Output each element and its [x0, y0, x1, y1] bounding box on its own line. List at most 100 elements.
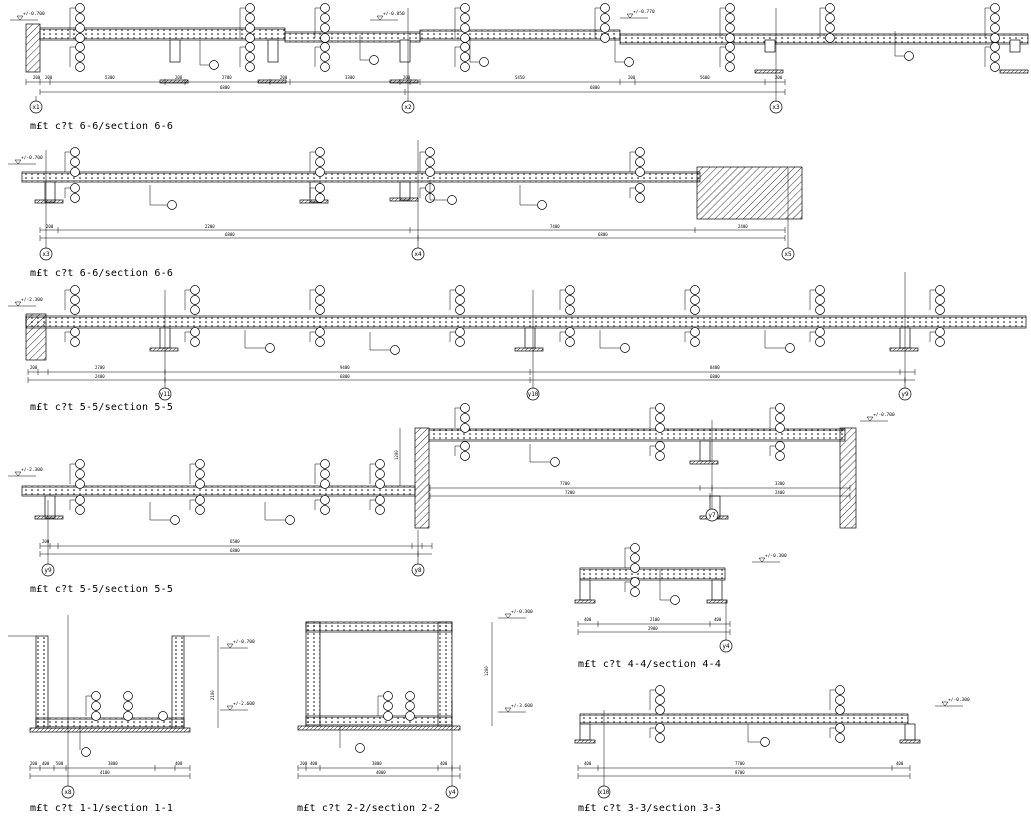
dimension-text: 400	[714, 617, 722, 622]
axis-x2-bubble	[401, 100, 415, 114]
rebar-tag-circle	[785, 343, 795, 353]
caption-s55a: m£t c?t 5-5/section 5-5	[30, 402, 174, 413]
rebar-callout-bottom-circle	[815, 337, 825, 347]
rebar-callout-top-circle	[565, 295, 575, 305]
footing-pad	[514, 347, 544, 352]
rebar-callout-bottom-circle	[75, 62, 85, 72]
rebar-callout-top-circle	[835, 685, 845, 695]
axis-x4-bubble	[411, 247, 425, 261]
rebar-callout-top-circle	[425, 157, 435, 167]
rebar-callout-bottom-circle	[725, 52, 735, 62]
rebar-callout-top-circle	[600, 23, 610, 33]
rebar-callout-bottom-circle	[635, 193, 645, 203]
beam	[904, 723, 916, 741]
rebar-callout-top-circle	[70, 147, 80, 157]
beam	[524, 327, 536, 349]
rebar-callout-top-circle	[460, 3, 470, 13]
rebar-callout-bottom-circle	[565, 327, 575, 337]
axis-y11-label: y11	[160, 391, 171, 398]
level-marker	[941, 701, 949, 707]
dimension-text: 400	[896, 761, 904, 766]
dimension-total: 6800	[230, 548, 240, 553]
rebar-callout-bottom-circle	[630, 577, 640, 587]
footing-pad	[999, 69, 1029, 74]
rebar-callout-bottom-circle	[320, 52, 330, 62]
rebar-callout-bottom-circle	[460, 52, 470, 62]
level-text: +/-2.300	[21, 467, 43, 473]
rebar-callout-top-circle	[320, 13, 330, 23]
axis-x2-label: x2	[404, 104, 412, 111]
rebar-callout-top-circle	[835, 705, 845, 715]
rebar-callout-top-circle	[635, 167, 645, 177]
dimension-text: 400	[175, 761, 183, 766]
rebar-callout-circle	[383, 701, 393, 711]
axis-y4-4-bubble	[719, 639, 733, 653]
hatched-block	[696, 166, 803, 220]
rebar-callout-top-circle	[75, 3, 85, 13]
rebar-callout-bottom-circle	[935, 337, 945, 347]
rebar-callout-top-circle	[935, 305, 945, 315]
slab-5-5a	[25, 315, 1027, 329]
axis-y4-2-label: y4	[448, 789, 456, 796]
footing-pad	[889, 347, 919, 352]
dimension-text: 400	[310, 761, 318, 766]
level-marker	[226, 705, 234, 711]
axis-x8-bubble	[61, 785, 75, 799]
rebar-callout-circle	[91, 711, 101, 721]
caption-s33: m£t c?t 3-3/section 3-3	[578, 803, 722, 814]
dimension-text: 3300	[775, 481, 785, 486]
rebar-callout-top-circle	[70, 295, 80, 305]
rebar-callout-top-circle	[315, 167, 325, 177]
rebar-tag-circle	[447, 195, 457, 205]
level-marker	[16, 15, 24, 21]
dimension-text: 400	[584, 761, 592, 766]
rebar-callout-bottom-circle	[990, 52, 1000, 62]
rebar-callout-top-circle	[725, 23, 735, 33]
dimension-text: 2100	[210, 690, 215, 700]
rebar-callout-bottom-circle	[935, 327, 945, 337]
rebar-callout-bottom-circle	[70, 327, 80, 337]
rebar-callout-bottom-circle	[635, 183, 645, 193]
dimension-total: 6800	[340, 374, 350, 379]
dimension-text: 200	[45, 75, 53, 80]
rebar-callout-top-circle	[70, 157, 80, 167]
dimension-text: 2200	[205, 224, 215, 229]
rebar-callout-bottom-circle	[630, 587, 640, 597]
dimension-text: 7400	[550, 224, 560, 229]
footing-pad	[574, 599, 596, 604]
rebar-callout-top-circle	[455, 285, 465, 295]
rebar-tag-circle	[81, 747, 91, 757]
rebar-callout-top-circle	[70, 305, 80, 315]
rebar-tag-circle	[479, 57, 489, 67]
dimension-text: 400	[42, 761, 50, 766]
beam	[699, 440, 711, 462]
rebar-callout-bottom-circle	[565, 337, 575, 347]
axis-x5-label: x5	[784, 251, 792, 258]
rebar-callout-top-circle	[315, 305, 325, 315]
dimension-text: 400	[584, 617, 592, 622]
rebar-tag-circle	[285, 515, 295, 525]
dimension-text: 200	[280, 75, 288, 80]
rebar-callout-bottom-circle	[70, 183, 80, 193]
rebar-callout-bottom-circle	[655, 451, 665, 461]
beam	[711, 579, 723, 601]
rebar-callout-top-circle	[630, 563, 640, 573]
rebar-callout-top-circle	[690, 285, 700, 295]
rebar-tag-circle	[550, 457, 560, 467]
wall-right	[437, 621, 453, 727]
rebar-callout-bottom-circle	[725, 62, 735, 72]
end-wall-left	[25, 23, 41, 73]
wall-left	[305, 621, 321, 727]
rebar-callout-bottom-circle	[460, 451, 470, 461]
rebar-callout-top-circle	[635, 147, 645, 157]
rebar-callout-bottom-circle	[835, 723, 845, 733]
rebar-callout-top-circle	[990, 13, 1000, 23]
rebar-tag-circle	[405, 711, 415, 721]
rebar-callout-bottom-circle	[245, 52, 255, 62]
rebar-callout-bottom-circle	[320, 495, 330, 505]
rebar-callout-top-circle	[190, 285, 200, 295]
level-text: +/-0.770	[633, 9, 655, 15]
beam	[267, 39, 279, 63]
